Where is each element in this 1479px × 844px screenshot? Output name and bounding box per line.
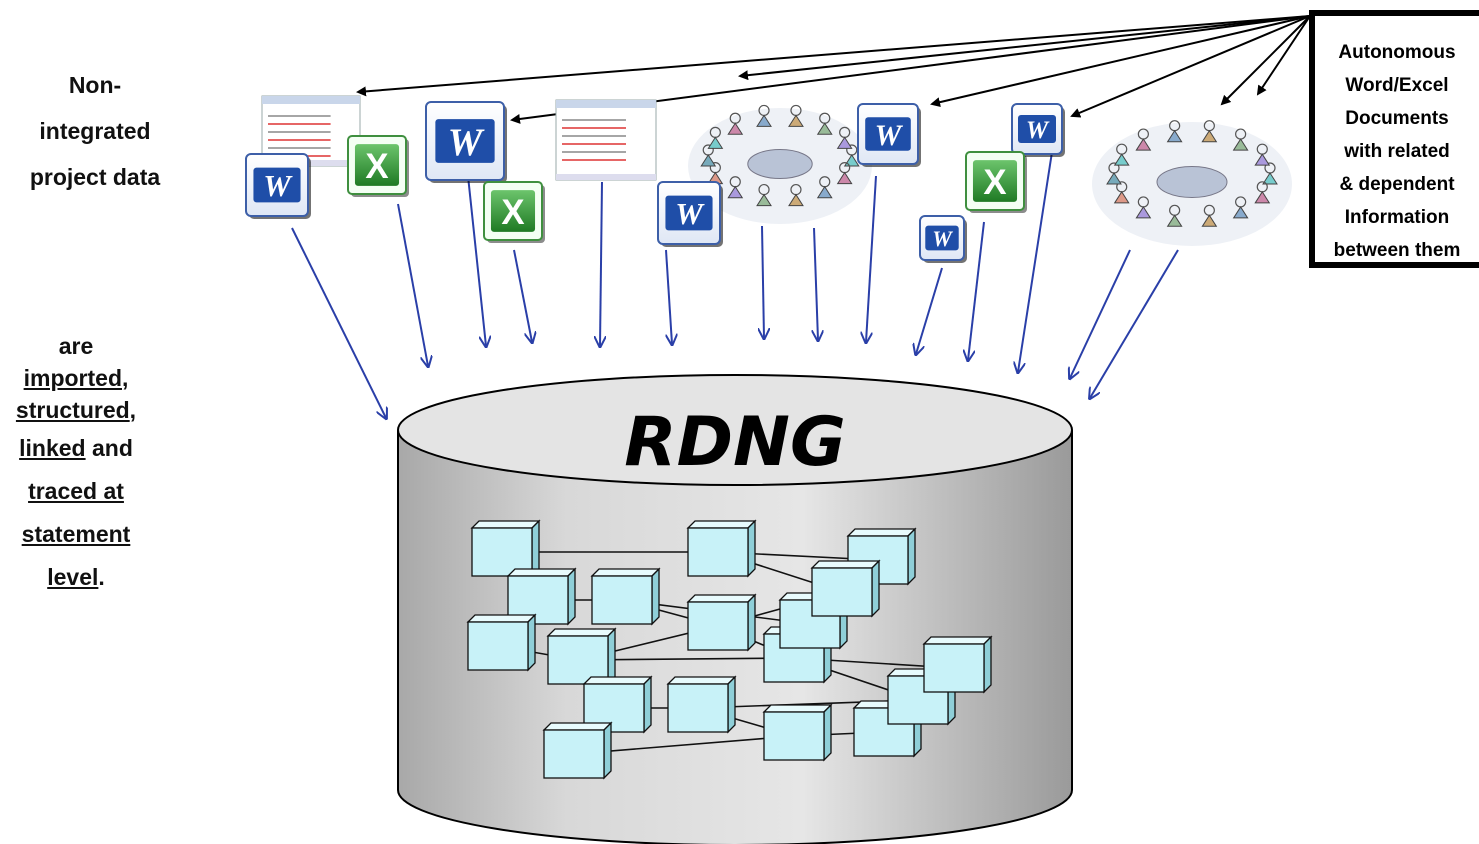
non-integrated-line3: project data [29, 164, 161, 190]
box-line-5: & dependent [1339, 174, 1455, 195]
data-node [466, 613, 537, 672]
data-node [922, 635, 993, 694]
data-node [590, 567, 661, 626]
database-label: RDNG [624, 403, 846, 482]
import-arrow [665, 249, 672, 344]
import-arrow [916, 267, 943, 354]
import-arrow [467, 175, 486, 346]
comma-2: , [129, 397, 137, 423]
box-arrow [930, 15, 1311, 108]
import-arrow [291, 227, 386, 418]
non-integrated-line1: Non- [68, 72, 122, 98]
box-line-2: Word/Excel [1345, 75, 1449, 96]
people-meeting-icon [688, 104, 872, 224]
excel-icon: X [965, 151, 1027, 213]
svg-text:X: X [365, 147, 388, 186]
box-arrow [738, 15, 1311, 81]
svg-text:W: W [675, 196, 705, 231]
data-node [686, 519, 757, 578]
process-linked: linked [19, 435, 86, 461]
comma-1: , [122, 365, 129, 391]
process-statement: statement [21, 521, 131, 547]
people-meeting-icon [1092, 120, 1292, 246]
process-level-line: level. [0, 556, 152, 598]
non-integrated-label: Non- integrated project data [10, 62, 180, 200]
non-integrated-line2: integrated [39, 118, 151, 144]
svg-text:X: X [983, 163, 1006, 202]
word-icon: W [657, 181, 723, 247]
autonomous-documents-box: Autonomous Word/Excel Documents with rel… [1309, 10, 1479, 268]
excel-icon: X [347, 135, 409, 197]
data-node [810, 559, 881, 618]
svg-text:W: W [448, 121, 485, 164]
database-top [397, 374, 1073, 486]
data-node [470, 519, 541, 578]
word-icon: W [919, 215, 967, 263]
svg-text:W: W [932, 226, 953, 251]
word-icon: W [1011, 103, 1065, 157]
box-arrow [1256, 15, 1311, 96]
box-line-3: Documents [1345, 108, 1449, 129]
data-node [542, 721, 613, 780]
process-statement-line: statement [0, 512, 152, 556]
process-structured-line: structured, [0, 394, 152, 426]
excel-icon: X [483, 181, 545, 243]
data-node [666, 675, 737, 734]
process-traced-line: traced at [0, 470, 152, 512]
import-arrow [1070, 249, 1131, 378]
data-node [762, 703, 833, 762]
box-arrow [1070, 15, 1311, 118]
box-line-6: Information [1344, 207, 1450, 228]
import-arrows [291, 151, 1179, 418]
word-icon: W [425, 101, 507, 183]
process-are: are [58, 333, 94, 359]
data-node [546, 627, 617, 686]
process-label: are imported, structured, linked and tra… [0, 330, 152, 598]
import-arrow [600, 181, 602, 346]
period: . [98, 564, 105, 590]
box-arrow [1220, 15, 1311, 106]
import-arrow [814, 227, 818, 340]
import-arrow [762, 225, 764, 338]
import-arrow [968, 221, 985, 360]
import-arrow [513, 249, 532, 342]
process-imported-line: imported, [0, 362, 152, 394]
box-line-4: with related [1344, 141, 1450, 162]
box-arrows [356, 15, 1311, 124]
svg-text:X: X [501, 193, 524, 232]
import-arrow [1090, 249, 1179, 398]
node-network [466, 519, 993, 780]
word-icon: W [245, 153, 311, 219]
svg-text:W: W [875, 119, 904, 152]
box-line-7: between them [1333, 240, 1461, 261]
word-icon: W [857, 103, 921, 167]
process-and: and [85, 435, 133, 461]
import-arrow [397, 203, 428, 366]
import-arrow [1018, 151, 1053, 372]
svg-text:W: W [263, 168, 293, 203]
import-arrow [866, 175, 877, 342]
document-preview-icon [555, 99, 657, 181]
box-arrow [356, 15, 1311, 97]
process-traced-at: traced at [28, 478, 124, 504]
svg-text:W: W [1026, 117, 1050, 144]
process-imported: imported [23, 365, 122, 391]
data-node [506, 567, 577, 626]
process-structured: structured [15, 397, 130, 423]
data-node [582, 675, 653, 734]
data-node [686, 593, 757, 652]
box-line-1: Autonomous [1338, 42, 1456, 63]
process-level: level [47, 564, 99, 590]
process-linked-line: linked and [0, 426, 152, 470]
